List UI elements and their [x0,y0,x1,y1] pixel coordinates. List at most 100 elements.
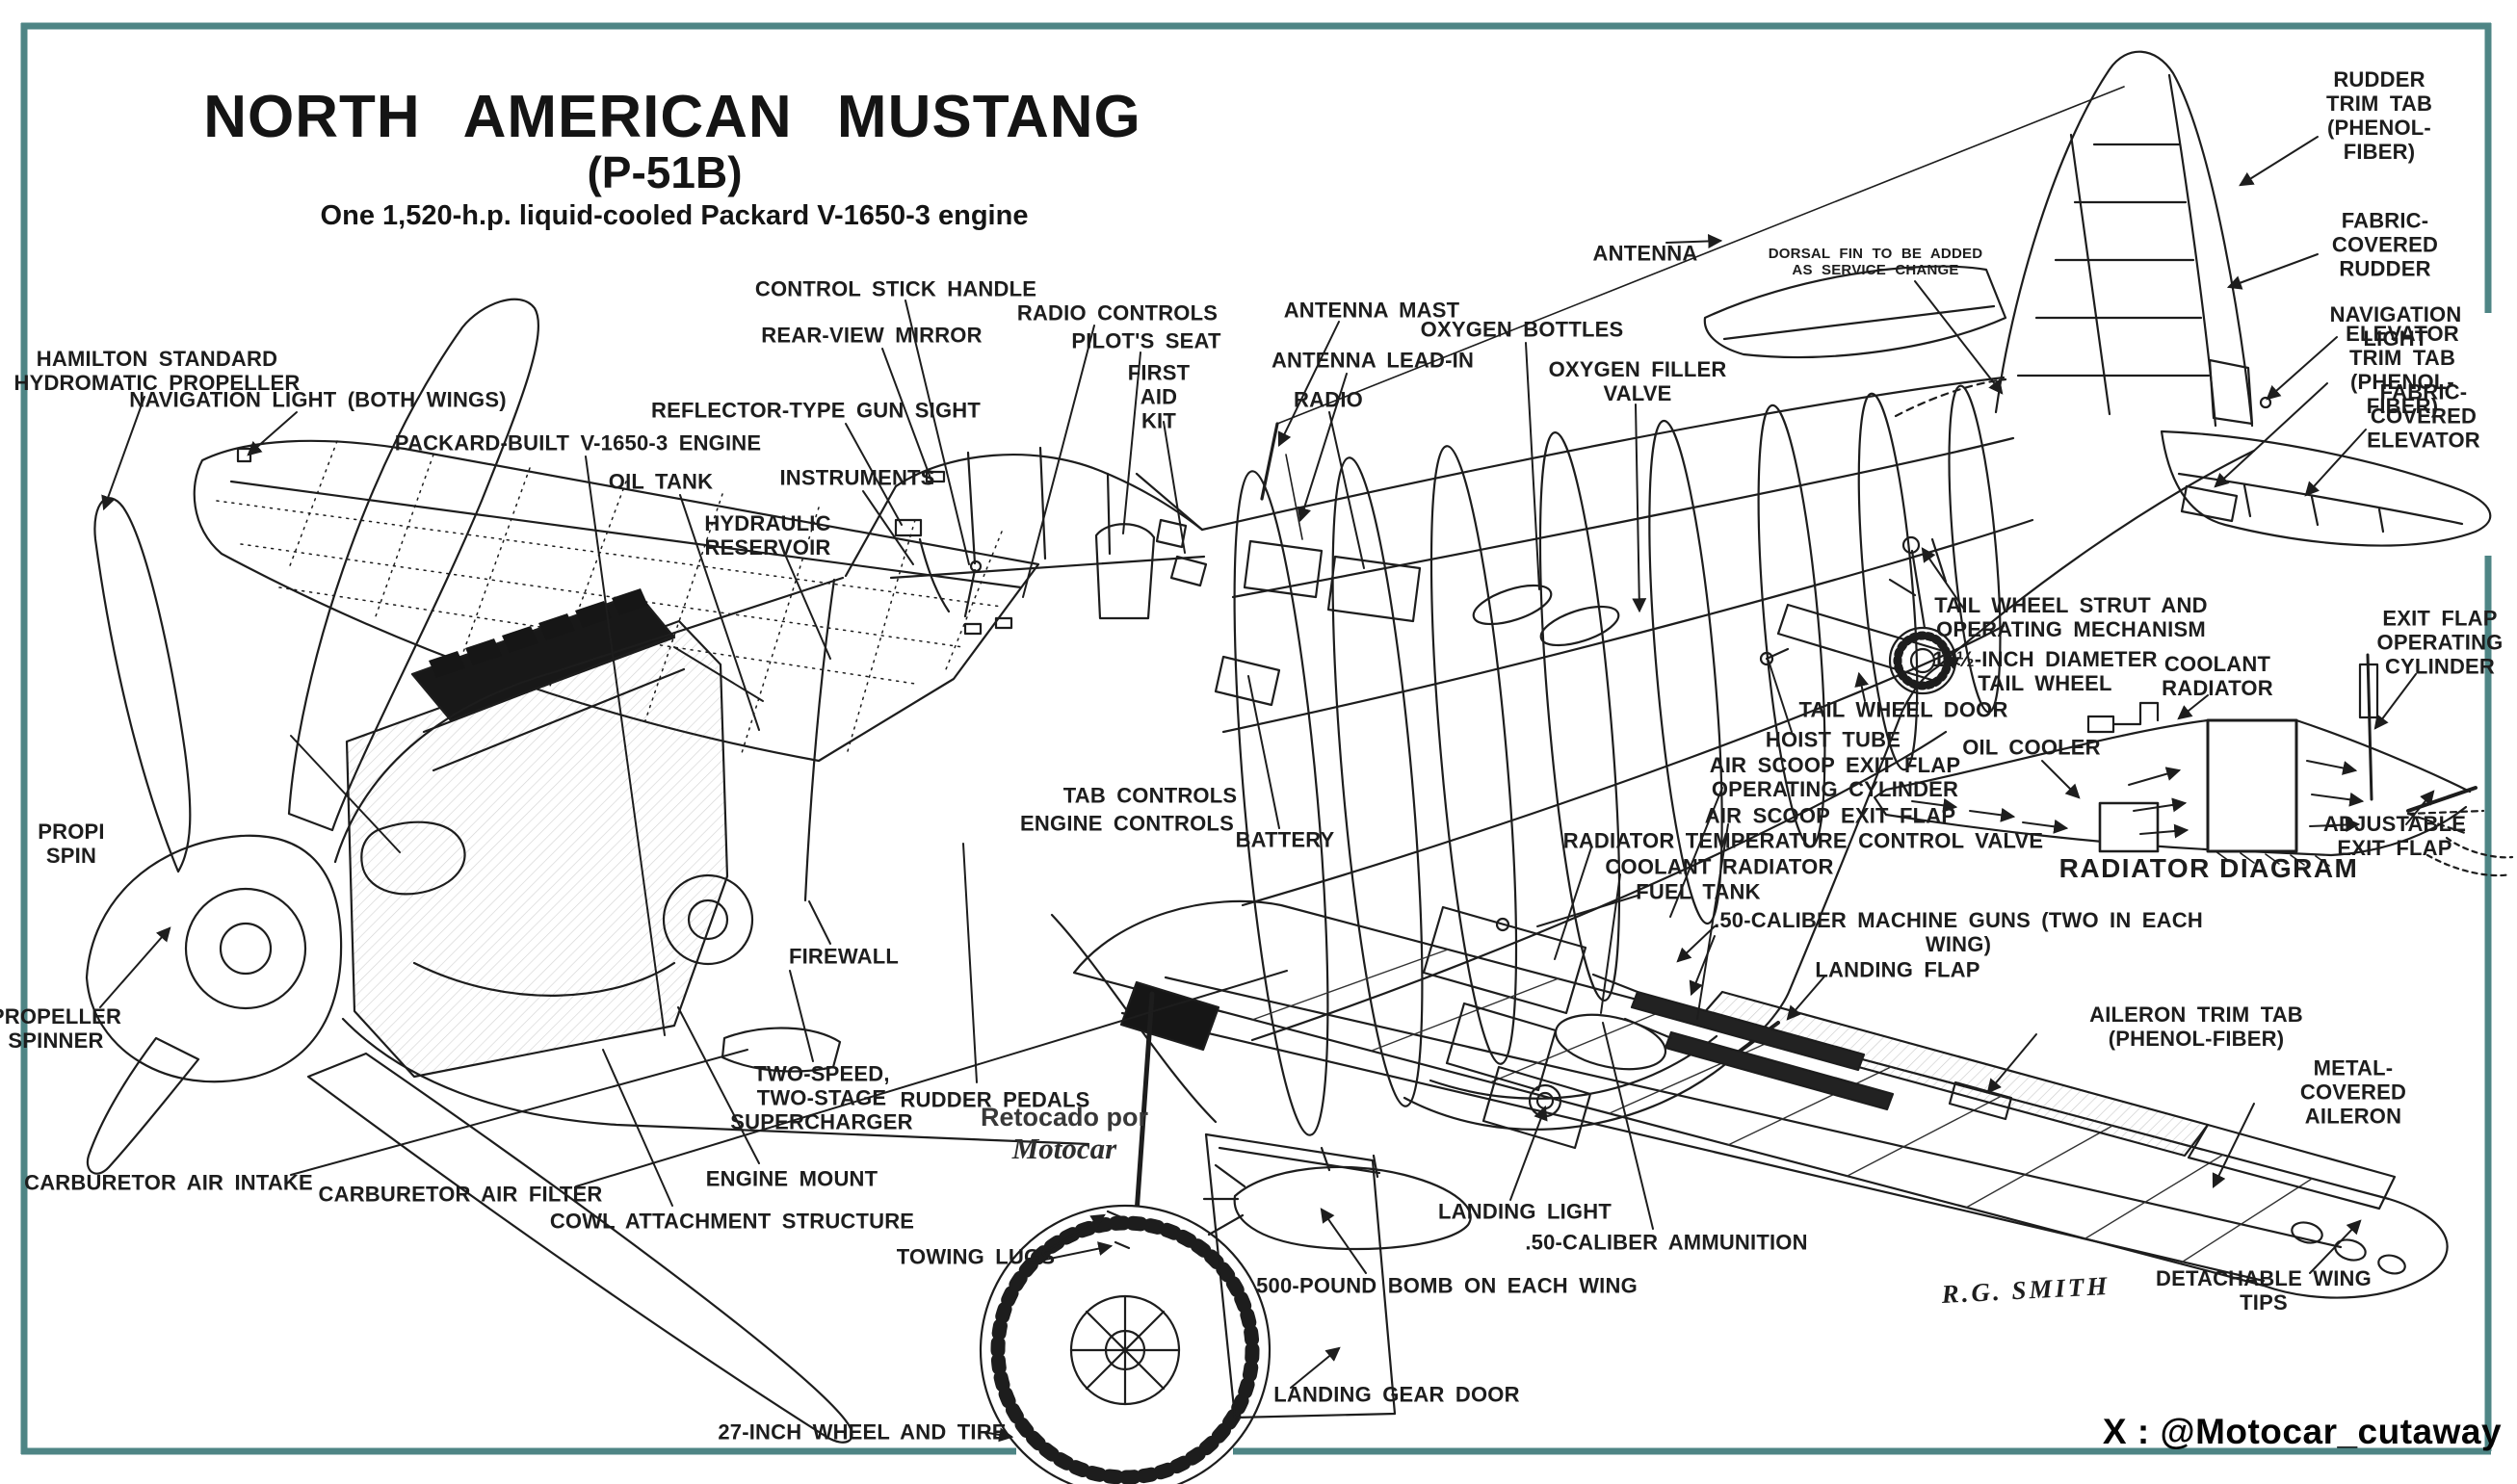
towing-lug-part [1106,1210,1131,1250]
label-air-scoop-exit-flap-cylinder: AIR SCOOP EXIT FLAP OPERATING CYLINDER [1709,752,1961,801]
radio-box-1 [1243,539,1324,599]
gear-door [1204,1133,1397,1419]
label-first-aid-kit: FIRST AID KIT [1127,360,1191,433]
propeller-group [85,298,853,1444]
ammo-box-2 [1481,1065,1592,1150]
pilot-seat [1094,523,1156,620]
antenna-mast-line [1260,422,1279,501]
label-elevator-trim-tab: ELEVATOR TRIM TAB (PHENOL-FIBER) [2346,321,2459,419]
label-rear-view-mirror: REAR-VIEW MIRROR [761,323,983,348]
hoist-tube-fitting [1759,651,1774,666]
label-navigation-light-wings: NAVIGATION LIGHT (BOTH WINGS) [129,387,507,412]
elevator-trim-tab-part [2180,484,2239,523]
label-reflector-gun-sight: REFLECTOR-TYPE GUN SIGHT [651,398,981,423]
antenna-lead-in-line [1285,454,1303,540]
tail-navigation-light [2259,396,2272,409]
oil-cooler-box [2098,801,2160,853]
label-carburetor-air-filter: CARBURETOR AIR FILTER [318,1182,603,1207]
label-packard-engine: PACKARD-BUILT V-1650-3 ENGINE [394,430,762,456]
label-towing-lugs: TOWING LUGS [896,1244,1056,1269]
label-antenna-lead-in: ANTENNA LEAD-IN [1271,348,1475,373]
label-fuel-tank: FUEL TANK [1636,879,1761,904]
antenna-wire [1276,86,2125,425]
label-dorsal-fin-note: DORSAL FIN TO BE ADDED AS SERVICE CHANGE [1768,245,1983,278]
starboard-stabilizer [2160,430,2492,547]
label-rudder-pedals: RUDDER PEDALS [900,1087,1090,1112]
label-oxygen-filler-valve: OXYGEN FILLER VALVE [1548,356,1727,405]
label-instruments: INSTRUMENTS [779,465,935,490]
label-propeller-spinner-clipped: PROPI SPIN [38,819,105,868]
control-stick [963,568,977,618]
gun-sight [894,518,923,537]
rudder-pedal-right [994,616,1013,630]
mirror [925,470,946,483]
poster-model: (P-51B) [587,147,743,197]
coolant-radiator-unit [1554,1013,1667,1071]
wing-fuel-tank [1422,905,1587,1015]
social-handle: X : @Motocar_cutaway [2102,1412,2503,1451]
label-radiator-temperature-control-valve: RADIATOR TEMPERATURE CONTROL VALVE [1562,828,2044,853]
label-fabric-covered-rudder: FABRIC-COVERED RUDDER [2331,208,2439,281]
tail-wheel-strut-part [1910,549,1927,630]
carburetor-intake-scoop [721,1027,842,1073]
rudder-trim-tab-part [2208,358,2254,426]
leader-lines [99,136,2435,1443]
label-detachable-wing-tips: DETACHABLE WING TIPS [2156,1265,2372,1315]
label-landing-light: LANDING LIGHT [1438,1199,1612,1224]
label-antenna: ANTENNA [1592,241,1698,266]
landing-gear-group [979,991,1472,1484]
label-coolant-radiator: COOLANT RADIATOR [1605,854,1834,879]
coolant-header-tank [360,820,466,896]
label-machine-guns: .50-CALIBER MACHINE GUNS (TWO IN EACH WI… [1714,907,2203,956]
label-fabric-covered-elevator: FABRIC-COVERED ELEVATOR [2367,379,2480,453]
propeller-blade-upper-left [93,497,192,873]
label-air-scoop-exit-flap: AIR SCOOP EXIT FLAP [1704,803,1956,828]
firewall-line [803,578,836,902]
label-hydraulic-reservoir: HYDRAULIC RESERVOIR [704,510,831,560]
cowl-bottom-line [341,1017,1090,1146]
bomb-part [1233,1165,1472,1251]
label-supercharger: TWO-SPEED, TWO-STAGE SUPERCHARGER [730,1061,913,1134]
radiator-diagram-group [1873,653,2514,877]
exit-flap-cylinder-rod [2366,653,2373,801]
radiator-diagram-caption: RADIATOR DIAGRAM [2058,853,2359,883]
poster-engine-note: One 1,520-h.p. liquid-cooled Packard V-1… [320,200,1029,231]
machine-gun-2 [1664,1030,1895,1111]
propeller-blade-lower-left [86,1036,200,1175]
label-oil-tank: OIL TANK [608,469,714,494]
label-aileron-trim-tab: AILERON TRIM TAB (PHENOL-FIBER) [2089,1002,2303,1051]
label-bomb: 500-POUND BOMB ON EACH WING [1256,1273,1638,1298]
label-landing-gear-door: LANDING GEAR DOOR [1273,1382,1520,1407]
label-engine-controls: ENGINE CONTROLS [1020,811,1234,836]
label-tail-wheel-size: 12½-INCH DIAMETER TAIL WHEEL [1932,646,2158,695]
label-propeller-spinner: PROPELLER SPINNER [0,1003,122,1053]
label-wheel-and-tire: 27-INCH WHEEL AND TIRE [718,1419,1007,1445]
tail-wheel-door-part [1776,603,1952,684]
label-ammunition: .50-CALIBER AMMUNITION [1525,1230,1808,1255]
label-engine-mount: ENGINE MOUNT [705,1166,878,1191]
radio-box-2 [1326,555,1422,623]
label-coolant-radiator-diagram: COOLANT RADIATOR [2162,651,2273,700]
label-hamilton-propeller: HAMILTON STANDARD HYDROMATIC PROPELLER [13,346,301,395]
rudder-pedal-left [963,622,983,636]
starboard-wing [1050,899,2449,1299]
label-tail-wheel-strut: TAIL WHEEL STRUT AND OPERATING MECHANISM [1934,592,2208,641]
propeller-blade-up [287,298,539,832]
ammo-box-1 [1445,1002,1558,1092]
aileron-part [2187,1123,2397,1211]
battery-box [1214,655,1281,707]
propeller-blade-lower-right [306,1052,853,1444]
label-cowl-attachment-structure: COWL ATTACHMENT STRUCTURE [549,1209,915,1234]
tail-group [1703,50,2492,695]
retouch-watermark-line1: Retocado por [980,1103,1149,1133]
retouch-watermark-line2: Motocar [1011,1131,1117,1165]
label-tab-controls: TAB CONTROLS [1062,783,1238,808]
label-metal-covered-aileron: METAL-COVERED AILERON [2299,1055,2407,1129]
label-pilots-seat: PILOT'S SEAT [1071,328,1221,353]
fuselage-group [1200,86,2256,1136]
frame-border [20,22,2492,1455]
vertical-fin [1994,50,2254,428]
label-adjustable-exit-flap: ADJUSTABLE EXIT FLAP [2322,811,2467,860]
